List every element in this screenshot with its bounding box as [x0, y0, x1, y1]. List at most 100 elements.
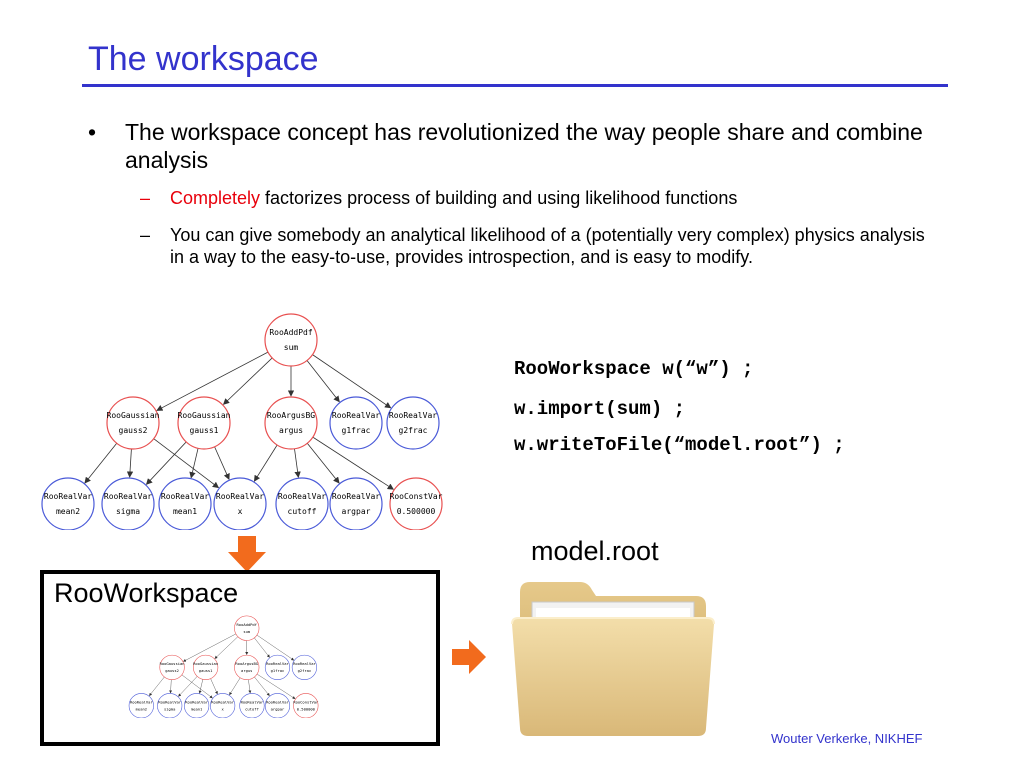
graph-node-argpar: RooRealVar argpar [264, 693, 291, 718]
node-name-label: g2frac [399, 426, 428, 435]
graph-edge [198, 679, 203, 694]
node-class-label: RooRealVar [161, 492, 209, 501]
graph-node-cutoff: RooRealVar cutoff [239, 693, 265, 718]
node-class-label: RooAddPdf [269, 328, 313, 337]
bullet-main-text: The workspace concept has revolutionized… [125, 119, 923, 173]
node-class-label: RooArgusBG [235, 661, 258, 666]
code-line-1: RooWorkspace w(“w”) ; [514, 358, 754, 380]
graph-node-x: RooRealVar x [210, 693, 236, 718]
node-name-label: cutoff [245, 706, 259, 711]
node-name-label: argpar [342, 507, 371, 516]
graph-edge [183, 633, 236, 662]
graph-edge [156, 351, 269, 411]
node-name-label: mean2 [56, 507, 80, 516]
orange-down-arrow-icon [228, 536, 266, 572]
folder-icon [511, 582, 715, 736]
node-name-label: gauss1 [199, 668, 213, 673]
node-class-label: RooGaussian [178, 411, 231, 420]
node-class-label: RooArgusBG [267, 411, 315, 420]
node-name-label: gauss2 [165, 668, 179, 673]
highlight-word: Completely [170, 188, 261, 208]
graph-edge [145, 441, 187, 485]
node-class-label: RooAddPdf [237, 622, 257, 627]
slide-title: The workspace [88, 40, 319, 78]
graph-node-argpar: RooRealVar argpar [329, 477, 383, 530]
node-class-label: RooConstVar [293, 699, 319, 704]
node-class-label: RooRealVar [241, 699, 264, 704]
graph-node-argus: RooArgusBG argus [234, 654, 260, 680]
graph-node-sum: RooAddPdf sum [264, 313, 318, 367]
node-name-label: x [221, 706, 224, 711]
workspace-label: RooWorkspace [54, 578, 239, 608]
graph-node-argus: RooArgusBG argus [264, 396, 318, 450]
node-name-label: 0.500000 [397, 507, 436, 516]
bullet-mark: • [88, 119, 97, 145]
node-name-label: 0.500000 [297, 706, 316, 711]
code-line-2: w.import(sum) ; [514, 398, 686, 420]
file-label: model.root [531, 536, 659, 566]
node-name-label: argus [241, 668, 252, 673]
node-name-label: gauss2 [119, 426, 148, 435]
node-name-label: g2frac [298, 668, 312, 673]
node-name-label: gauss1 [190, 426, 219, 435]
graph-node-gauss1: RooGaussian gauss1 [177, 396, 231, 450]
graph-edge [178, 676, 198, 697]
node-name-label: sigma [116, 507, 140, 516]
graph-node-sum: RooAddPdf sum [234, 615, 260, 641]
graph-edge [153, 438, 220, 489]
node-name-label: sum [284, 343, 299, 352]
graph-node-c05: RooConstVar 0.500000 [293, 693, 319, 718]
bullet-sub-2-text: You can give somebody an analytical like… [170, 225, 925, 267]
node-name-label: mean1 [191, 706, 203, 711]
node-class-label: RooGaussian [160, 661, 185, 666]
node-class-label: RooRealVar [389, 411, 437, 420]
graph-edge [306, 443, 340, 484]
node-class-label: RooGaussian [193, 661, 218, 666]
node-class-label: RooGaussian [107, 411, 160, 420]
node-class-label: RooRealVar [266, 699, 289, 704]
graph-edge [189, 448, 199, 479]
node-class-label: RooRealVar [332, 411, 380, 420]
node-class-label: RooRealVar [130, 699, 153, 704]
graph-node-g2frac: RooRealVar g2frac [291, 654, 317, 680]
node-class-label: RooRealVar [332, 492, 380, 501]
graph-edge [149, 676, 165, 697]
node-class-label: RooRealVar [211, 699, 234, 704]
footer-author: Wouter Verkerke, NIKHEF [771, 731, 923, 746]
node-name-label: x [238, 507, 243, 516]
code-line-3: w.writeToFile(“model.root”) ; [514, 434, 845, 456]
graph-edge [312, 436, 395, 490]
title-underline [82, 84, 948, 87]
graph-edge [169, 679, 173, 694]
graph-edge [254, 637, 270, 658]
orange-right-arrow-icon [452, 640, 486, 674]
node-class-label: RooRealVar [293, 661, 316, 666]
node-name-label: g1frac [271, 668, 285, 673]
graph-edge [254, 676, 270, 697]
graph-node-gauss2: RooGaussian gauss2 [159, 654, 185, 680]
node-name-label: argpar [271, 706, 285, 711]
graph-edge [222, 357, 273, 405]
graph-edge [229, 677, 241, 696]
graph-edge [126, 448, 134, 478]
graph-edge [248, 679, 252, 694]
graph-edge [181, 674, 213, 699]
node-name-label: sum [243, 629, 251, 634]
pdf-graph-small: RooAddPdfsumRooGaussiangauss2RooGaussian… [128, 615, 319, 718]
node-class-label: RooRealVar [158, 699, 181, 704]
node-name-label: cutoff [288, 507, 317, 516]
graph-edge [294, 448, 301, 479]
graph-edge [214, 446, 230, 481]
graph-edge [214, 636, 238, 659]
node-name-label: argus [279, 426, 303, 435]
sub-bullet-mark: – [140, 225, 151, 245]
